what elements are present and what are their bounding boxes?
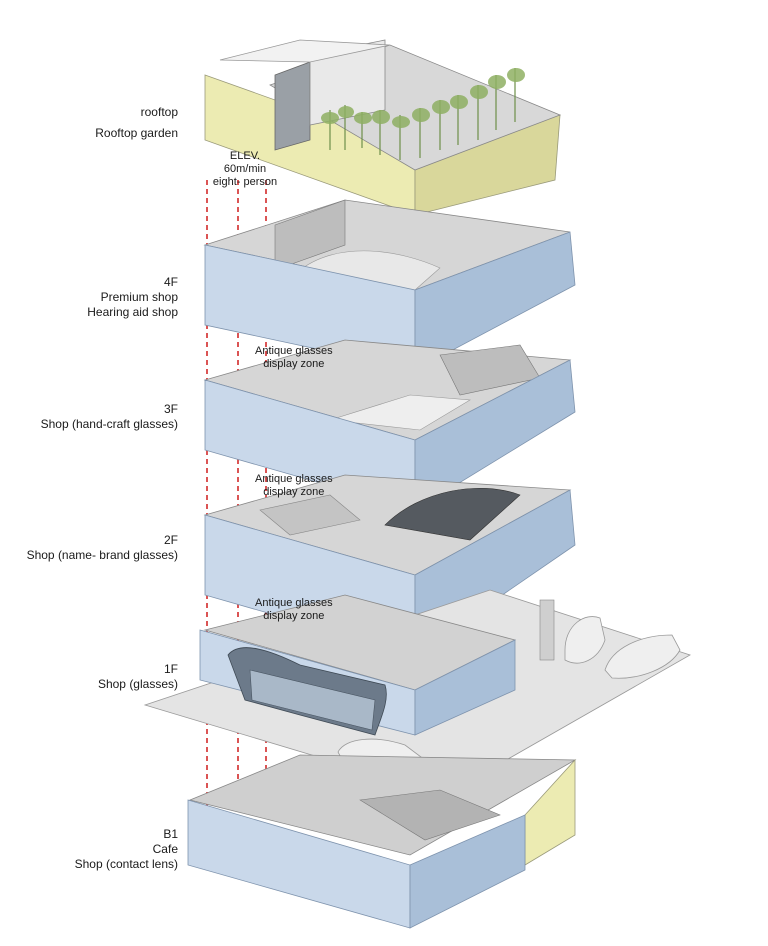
4F-curved-floor — [299, 250, 441, 291]
label-rooftop: rooftop Rooftop garden — [95, 105, 178, 141]
level-B1: B1 — [163, 827, 178, 841]
2F-curved-display — [384, 487, 521, 541]
parked-car-2 — [604, 634, 681, 679]
level-2F: 2F — [163, 533, 178, 547]
rooftop-stair-tower — [274, 61, 311, 151]
desc-1F: Shop (glasses) — [97, 677, 178, 691]
level-rooftop: rooftop — [140, 105, 178, 119]
3F-display-counters — [329, 394, 471, 431]
signage-pillar — [539, 599, 555, 661]
display-zone-note-2F: Antique glasses display zone — [255, 473, 333, 498]
level-1F: 1F — [163, 662, 178, 676]
elevator-note: ELEV. 60m/min eight- person — [212, 150, 278, 188]
floor-4F — [203, 199, 576, 371]
desc-B1-contact: Shop (contact lens) — [74, 857, 178, 871]
desc-4F-premium: Premium shop — [100, 290, 178, 304]
rooftop-penthouse-top — [219, 39, 391, 63]
label-4F: 4F Premium shop Hearing aid shop — [87, 275, 178, 320]
label-2F: 2F Shop (name- brand glasses) — [27, 533, 178, 563]
desc-3F: Shop (hand-craft glasses) — [40, 417, 178, 431]
desc-4F-hearing: Hearing aid shop — [87, 305, 178, 319]
label-B1: B1 Cafe Shop (contact lens) — [75, 827, 178, 872]
floor-B1 — [187, 754, 577, 929]
parked-car-1 — [564, 616, 606, 664]
1F-side-wall — [414, 639, 516, 736]
floor-rooftop — [204, 39, 562, 216]
display-zone-note-1F: Antique glasses display zone — [255, 597, 333, 622]
desc-rooftop-garden: Rooftop garden — [95, 126, 178, 140]
level-4F: 4F — [163, 275, 178, 289]
label-1F: 1F Shop (glasses) — [98, 662, 178, 692]
B1-slab-side — [409, 814, 526, 929]
display-zone-note-3F: Antique glasses display zone — [255, 345, 333, 370]
level-3F: 3F — [163, 402, 178, 416]
desc-2F: Shop (name- brand glasses) — [26, 548, 178, 562]
4F-interior-wall — [274, 199, 346, 271]
floor-1F — [143, 589, 691, 796]
4F-slab-side — [414, 231, 576, 371]
desc-B1-cafe: Cafe — [152, 842, 178, 856]
2F-shelves — [259, 494, 361, 536]
B1-interior-rooms — [359, 789, 501, 841]
1F-glass-facade — [249, 669, 376, 731]
label-3F: 3F Shop (hand-craft glasses) — [41, 402, 178, 432]
